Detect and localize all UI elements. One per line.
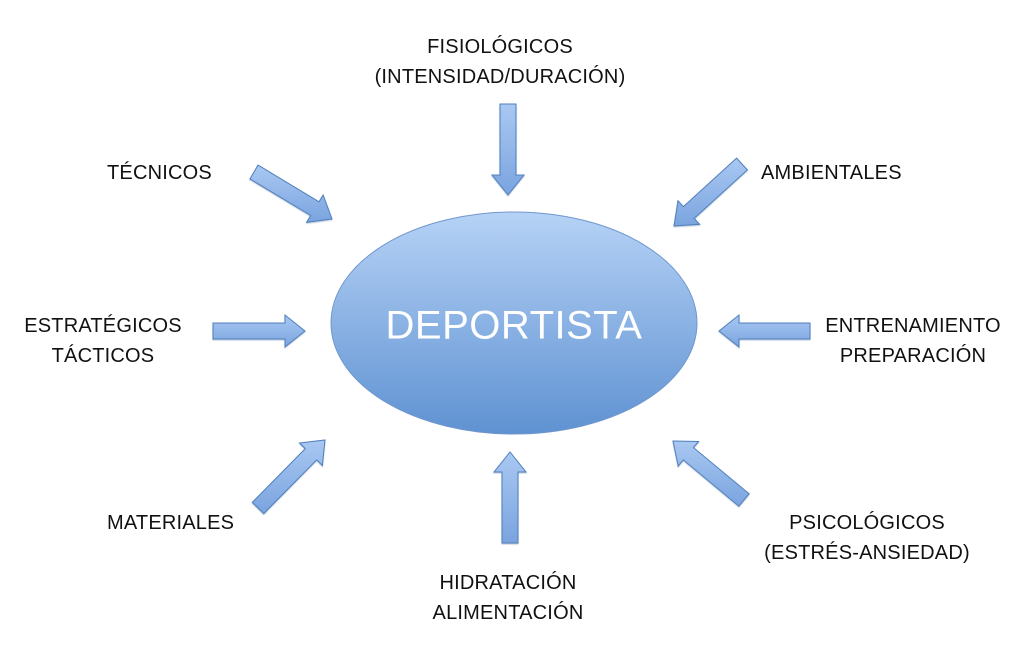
arrow-tecnicos — [249, 164, 333, 224]
label-entrenamiento: ENTRENAMIENTO PREPARACIÓN — [825, 315, 1001, 367]
arrows-group — [212, 103, 811, 544]
label-estrategicos: ESTRATÉGICOS TÁCTICOS — [24, 315, 182, 367]
arrow-psicologicos — [672, 440, 750, 507]
label-psicologicos: PSICOLÓGICOS (ESTRÉS-ANSIEDAD) — [764, 512, 970, 564]
arrow-entrenamiento — [718, 313, 811, 349]
label-fisiologicos: FISIOLÓGICOS (INTENSIDAD/DURACIÓN) — [374, 36, 626, 88]
arrow-materiales — [251, 439, 326, 515]
center-label: DEPORTISTA — [385, 303, 643, 348]
label-ambientales: AMBIENTALES — [761, 162, 902, 184]
label-materiales: MATERIALES — [107, 512, 235, 534]
arrow-estrategicos — [212, 313, 306, 349]
label-tecnicos: TÉCNICOS — [107, 162, 212, 184]
arrow-ambientales — [673, 157, 749, 227]
arrow-fisiologicos — [490, 103, 526, 196]
center-ellipse — [330, 211, 698, 435]
arrow-hidratacion — [492, 451, 528, 544]
label-hidratacion: HIDRATACIÓN ALIMENTACIÓN — [432, 572, 584, 624]
